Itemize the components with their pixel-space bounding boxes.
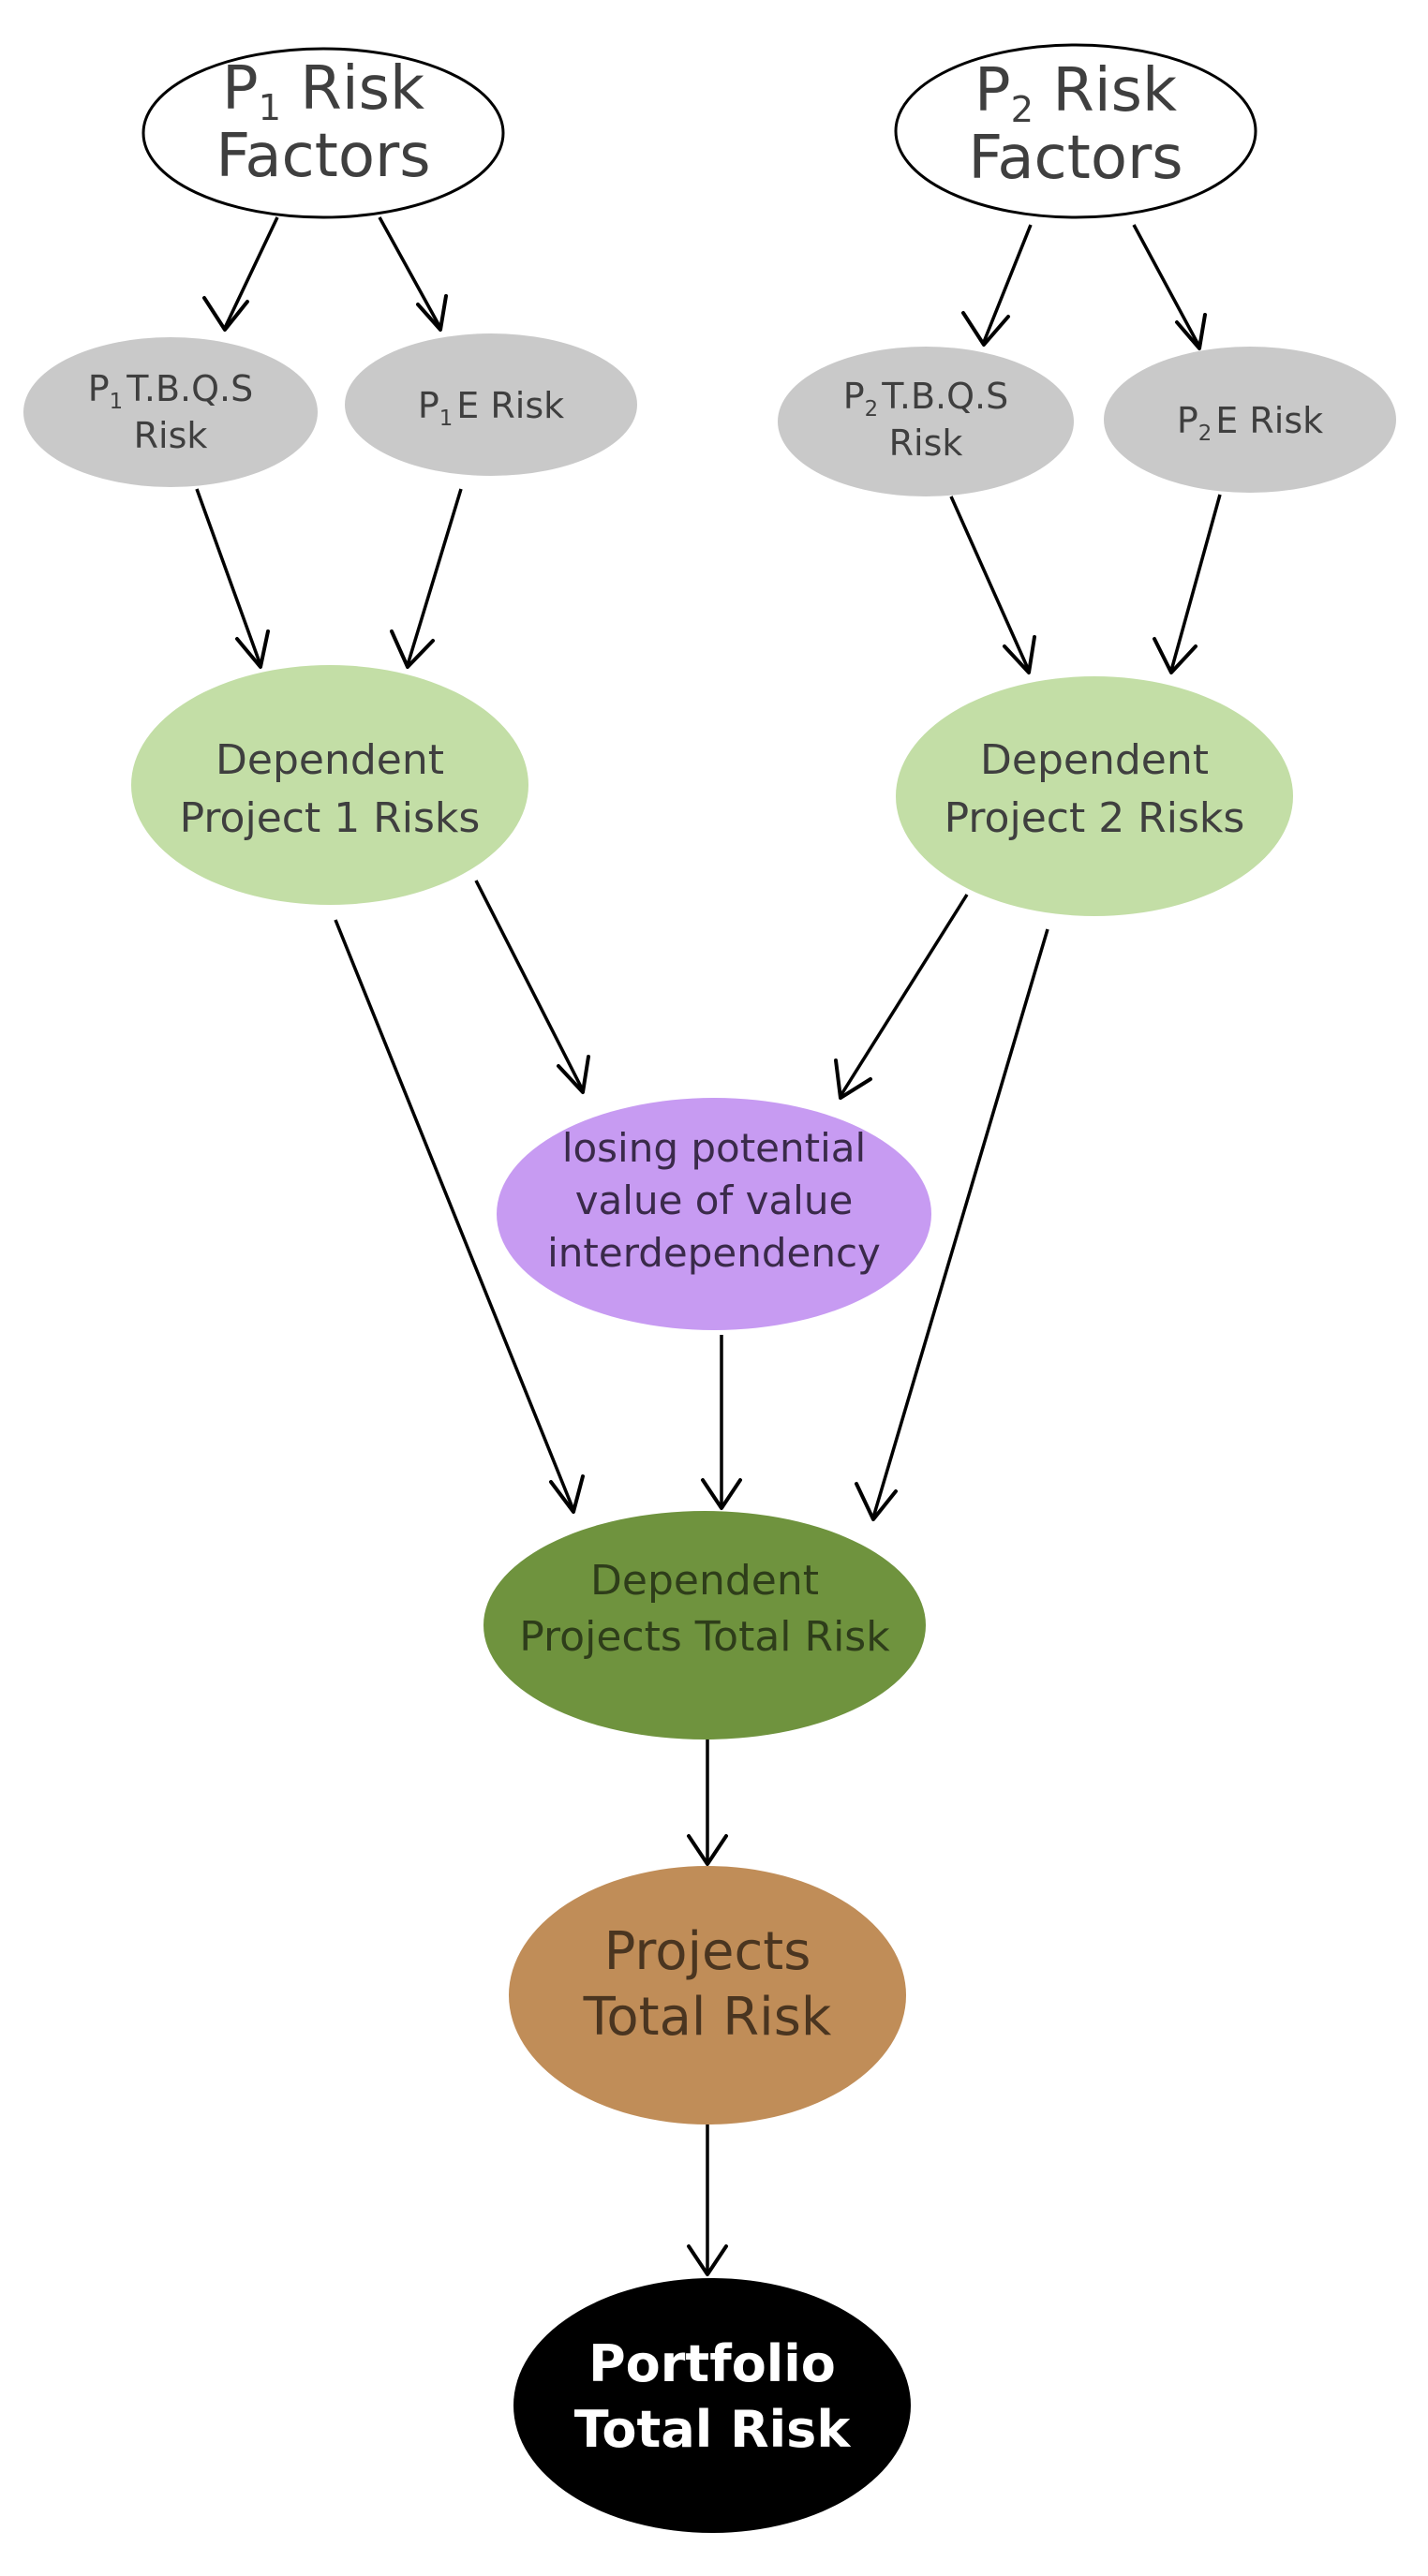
edge-dep2-to-deptotal [855,928,1049,1521]
p1-tbqs-prefix: P [88,368,110,409]
p1-e-rest: E Risk [456,385,564,426]
p2-tbqs-sub: 2 [865,397,879,422]
edge-p1factors-to-p1tbqs [202,216,279,332]
svg-text:P2E Risk: P2E Risk [1177,400,1323,446]
projtotal-line1: Projects [604,1921,811,1982]
dep1-line1: Dependent [216,736,444,784]
p1-tbqs-sub: 1 [110,390,124,414]
p2-e-prefix: P [1177,400,1198,441]
edge-p1factors-to-p1e [378,216,448,332]
portfolio-line1: Portfolio [588,2334,836,2393]
svg-text:P2 Risk: P2 Risk [974,56,1177,131]
svg-text:P1E Risk: P1E Risk [418,385,564,431]
losing-line1: losing potential [562,1125,866,1171]
node-losing-potential-value: losing potential value of value interdep… [497,1098,931,1330]
edge-losing-to-deptotal [701,1335,742,1510]
node-dependent-project-2-risks: Dependent Project 2 Risks [896,676,1293,916]
p1-e-prefix: P [418,385,439,426]
edge-p2factors-to-p2tbqs [961,224,1033,347]
p2-e-sub: 2 [1198,422,1212,446]
losing-line3: interdependency [547,1230,881,1276]
p1-factors-line2: Factors [216,122,430,191]
deptotal-line1: Dependent [590,1557,819,1605]
p2-factors-prefix: P [974,56,1011,126]
edge-p1tbqs-to-dep1 [195,488,270,669]
edge-p2e-to-dep2 [1153,494,1222,674]
edge-p1e-to-dep1 [390,488,463,669]
node-p2-risk-factors: P2 Risk Factors [894,43,1257,219]
p1-factors-rest: Risk [281,54,424,124]
p1-e-sub: 1 [439,407,454,431]
svg-text:P2T.B.Q.S: P2T.B.Q.S [843,376,1008,422]
node-dependent-project-1-risks: Dependent Project 1 Risks [131,665,528,905]
deptotal-line2: Projects Total Risk [519,1613,890,1661]
p2-e-rest: E Risk [1215,400,1323,441]
p1-factors-prefix: P [222,54,259,124]
edges [195,216,1222,2276]
edge-dep2-to-losing [834,894,969,1100]
edge-projtotal-to-portfolio [687,2124,728,2276]
node-p1-risk-factors: P1 Risk Factors [141,47,505,219]
p1-tbqs-rest: T.B.Q.S [126,368,253,409]
edge-p2tbqs-to-dep2 [949,496,1036,674]
p1-factors-sub: 1 [259,87,281,129]
projtotal-line2: Total Risk [583,1987,832,2048]
edge-dep1-to-deptotal [334,919,585,1514]
p2-tbqs-rest: T.B.Q.S [881,376,1008,417]
p2-tbqs-line2: Risk [889,422,963,464]
svg-text:P1 Risk: P1 Risk [222,54,424,129]
p2-factors-line2: Factors [968,124,1183,193]
p2-factors-sub: 2 [1011,89,1034,131]
dep2-line1: Dependent [980,736,1209,784]
edge-dep1-to-losing [474,880,590,1094]
node-dependent-projects-total-risk: Dependent Projects Total Risk [483,1511,926,1740]
p1-tbqs-line2: Risk [134,415,208,456]
node-projects-total-risk: Projects Total Risk [509,1866,906,2124]
p2-tbqs-prefix: P [843,376,865,417]
p2-factors-rest: Risk [1034,56,1177,126]
edge-deptotal-to-projtotal [687,1724,728,1866]
portfolio-line2: Total Risk [574,2400,852,2459]
dep1-line2: Project 1 Risks [180,794,481,842]
edge-p2factors-to-p2e [1132,224,1207,350]
svg-text:P1T.B.Q.S: P1T.B.Q.S [88,368,253,414]
node-portfolio-total-risk: Portfolio Total Risk [513,2278,911,2533]
dep2-line2: Project 2 Risks [945,794,1245,842]
losing-line2: value of value [575,1177,854,1223]
